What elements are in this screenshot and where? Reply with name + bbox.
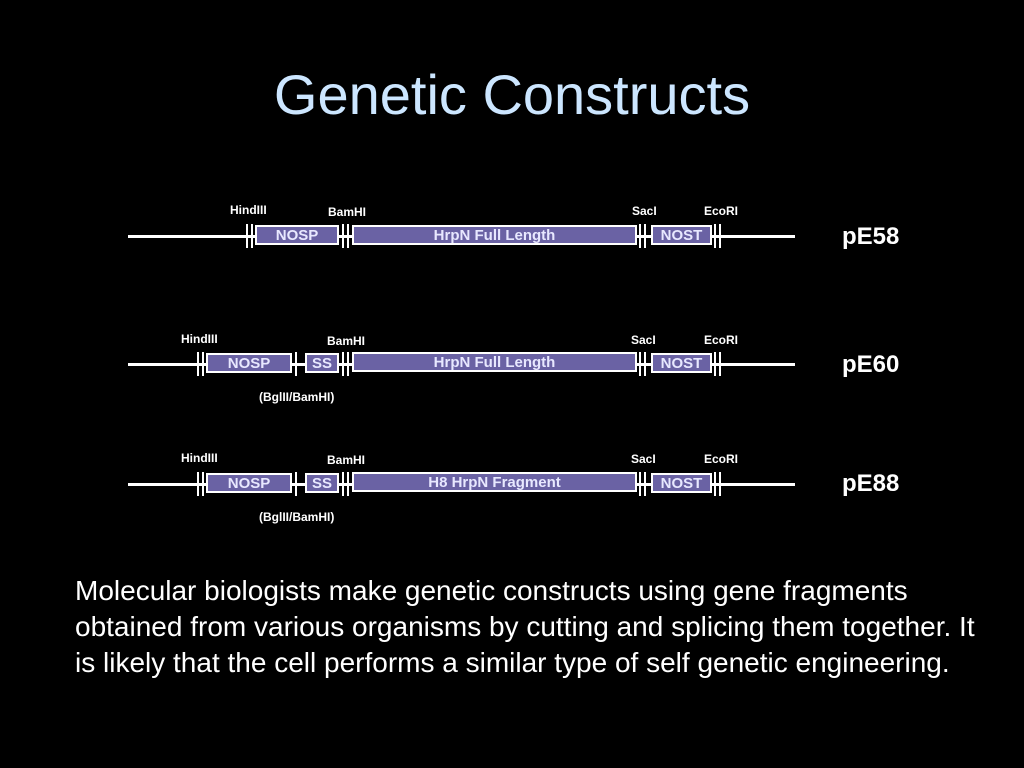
site-label-saci: SacI [632,204,657,218]
site-label-ecori: EcoRI [704,452,739,466]
segment-hrpn: HrpN Full Length [352,352,637,372]
plasmid-name: pE60 [842,351,900,378]
site-tick-ecori [714,352,716,376]
segment-hrpn: HrpN Full Length [352,225,637,245]
dna-backbone-right [720,363,795,366]
site-tick-ecori [714,472,716,496]
site-tick-ecori [719,352,721,376]
site-label-hindiii: HindIII [181,332,218,346]
segment-nosp: NOSP [255,225,339,245]
site-tick-ecori [719,472,721,496]
site-tick-bamhi [347,472,349,496]
construct-pe60: HindIII BamHI SacI EcoRI NOSP SS HrpN Fu… [0,330,1024,440]
plasmid-name: pE88 [842,470,900,497]
dna-backbone-left [128,235,248,238]
site-tick-bamhi [342,472,344,496]
site-tick-bamhi [347,352,349,376]
site-note: (BglII/BamHI) [259,390,335,404]
site-label-ecori: EcoRI [704,204,739,218]
site-tick-hindiii [251,224,253,248]
site-note: (BglII/BamHI) [259,510,335,524]
dna-backbone-left [128,483,200,486]
site-tick-saci [644,352,646,376]
plasmid-name: pE58 [842,223,900,250]
segment-h8-hrpn: H8 HrpN Fragment [352,472,637,492]
site-tick-bglii [295,472,297,496]
segment-ss: SS [305,473,339,493]
site-tick-bglii [295,352,297,376]
site-tick-hindiii [197,472,199,496]
site-tick-saci [644,224,646,248]
site-tick-bamhi [342,224,344,248]
site-tick-saci [639,472,641,496]
site-tick-hindiii [246,224,248,248]
segment-nost: NOST [651,353,712,373]
segment-nosp: NOSP [206,473,292,493]
site-label-saci: SacI [631,452,656,466]
segment-nosp: NOSP [206,353,292,373]
site-tick-bamhi [347,224,349,248]
site-label-saci: SacI [631,333,656,347]
site-tick-saci [639,224,641,248]
slide-title: Genetic Constructs [273,63,751,126]
site-tick-saci [639,352,641,376]
dna-backbone-left [128,363,200,366]
segment-ss: SS [305,353,339,373]
site-tick-hindiii [202,472,204,496]
site-label-hindiii: HindIII [181,451,218,465]
segment-nost: NOST [651,473,712,493]
construct-pe58: HindIII BamHI SacI EcoRI NOSP HrpN Full … [0,200,1024,310]
site-label-bamhi: BamHI [327,453,366,467]
site-tick-hindiii [197,352,199,376]
site-tick-saci [644,472,646,496]
site-tick-hindiii [202,352,204,376]
site-tick-ecori [714,224,716,248]
body-paragraph: Molecular biologists make genetic constr… [75,575,975,678]
site-label-bamhi: BamHI [327,334,366,348]
site-tick-bamhi [342,352,344,376]
site-tick-ecori [719,224,721,248]
site-label-hindiii: HindIII [230,203,267,217]
segment-nost: NOST [651,225,712,245]
site-label-ecori: EcoRI [704,333,739,347]
site-label-bamhi: BamHI [328,205,367,219]
dna-backbone-right [720,235,795,238]
construct-pe88: HindIII BamHI SacI EcoRI NOSP SS H8 HrpN… [0,450,1024,560]
dna-backbone-right [720,483,795,486]
